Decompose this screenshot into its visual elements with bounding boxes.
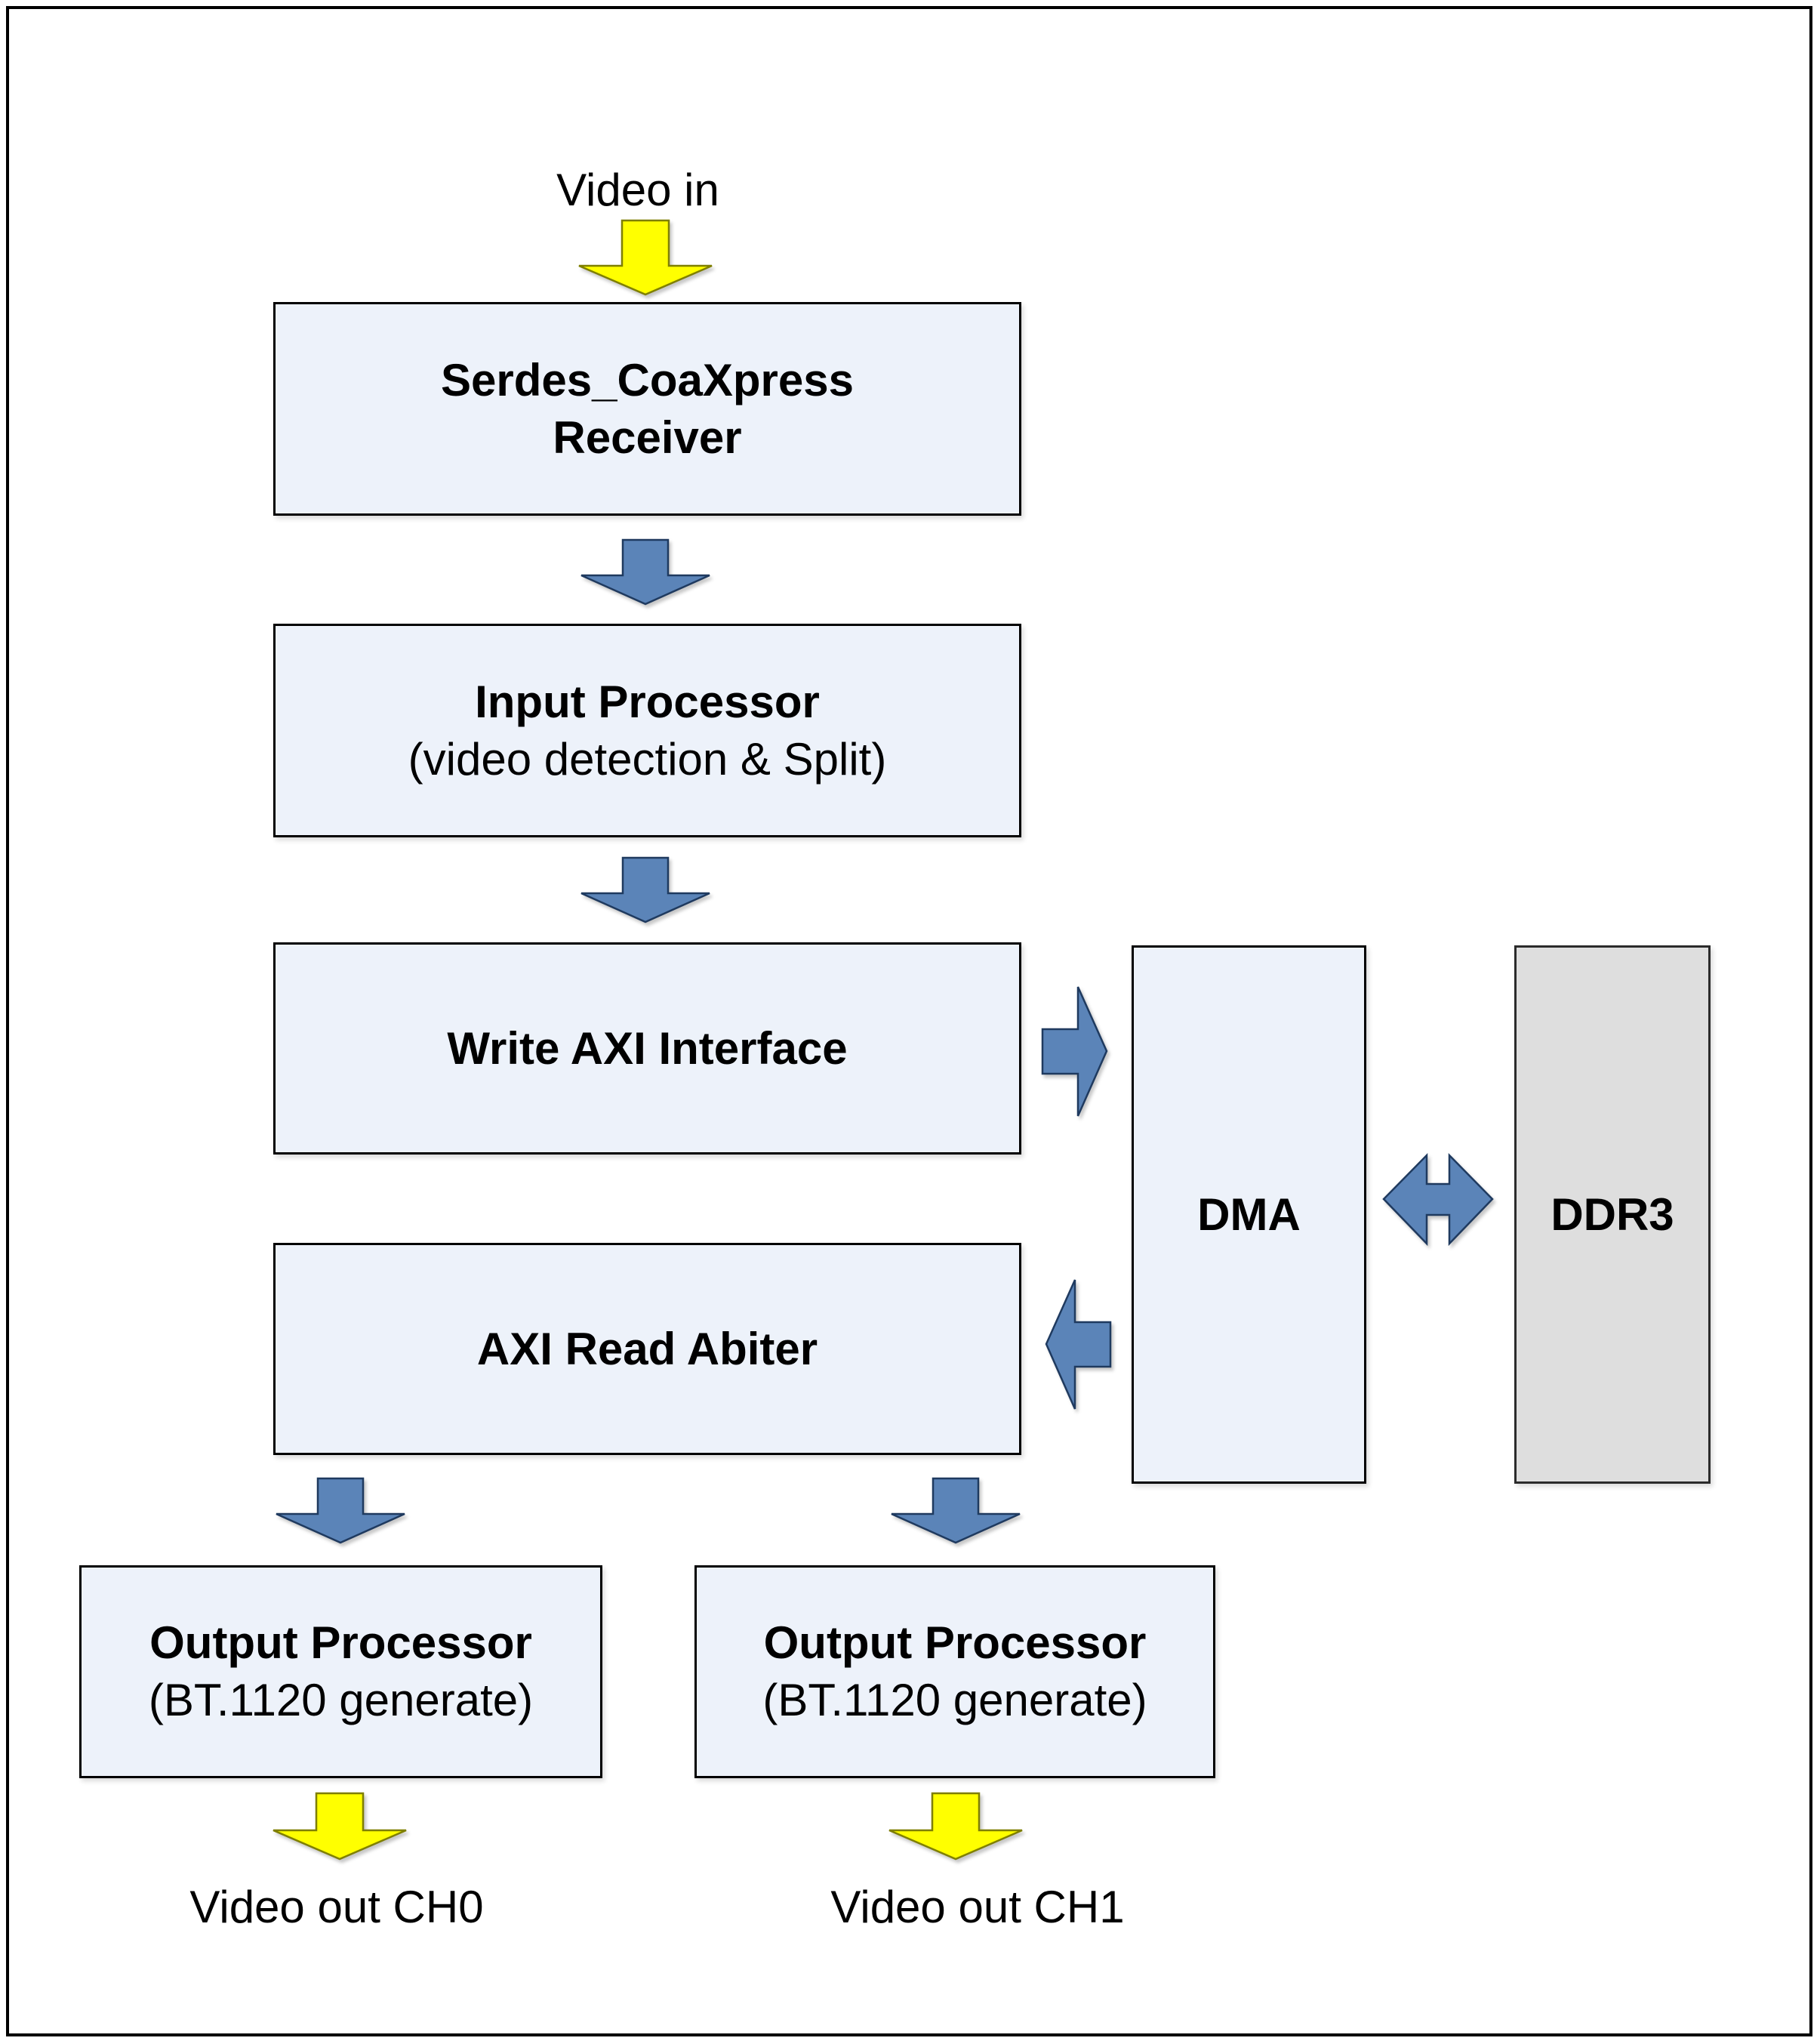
output-ch1-box-title: Output Processor bbox=[763, 1617, 1147, 1668]
axi-read-box-title: AXI Read Abiter bbox=[476, 1323, 818, 1374]
serdes-coaxpress-receiver-box: Serdes_CoaXpress Receiver bbox=[273, 302, 1021, 516]
arrow-out0-video-icon bbox=[273, 1792, 407, 1861]
ddr3-box: DDR3 bbox=[1514, 945, 1711, 1484]
arrow-video-in-icon bbox=[578, 219, 713, 296]
input-processor-box: Input Processor (video detection & Split… bbox=[273, 624, 1021, 837]
video-out-ch1-label: Video out CH1 bbox=[830, 1882, 1125, 1932]
output-processor-ch1-box: Output Processor (BT.1120 generate) bbox=[694, 1565, 1215, 1778]
output-ch0-box-subtitle: (BT.1120 generate) bbox=[148, 1675, 534, 1725]
input-box-subtitle: (video detection & Split) bbox=[408, 733, 887, 785]
arrow-serdes-to-input-icon bbox=[580, 538, 710, 606]
arrow-axiread-to-out0-icon bbox=[276, 1477, 405, 1544]
axi-read-arbiter-box: AXI Read Abiter bbox=[273, 1243, 1021, 1455]
arrow-dma-ddr3-icon bbox=[1382, 1152, 1494, 1247]
output-processor-ch0-box: Output Processor (BT.1120 generate) bbox=[79, 1565, 602, 1778]
serdes-box-title-line2: Receiver bbox=[553, 412, 742, 463]
write-axi-interface-box: Write AXI Interface bbox=[273, 942, 1021, 1155]
output-ch1-box-subtitle: (BT.1120 generate) bbox=[762, 1675, 1147, 1725]
arrow-writeaxi-to-dma-icon bbox=[1041, 986, 1108, 1117]
arrow-axiread-to-out1-icon bbox=[891, 1477, 1021, 1544]
ddr3-box-title: DDR3 bbox=[1551, 1188, 1674, 1240]
input-box-title: Input Processor bbox=[475, 676, 820, 727]
output-ch0-box-title: Output Processor bbox=[149, 1617, 532, 1668]
arrow-input-to-writeaxi-icon bbox=[580, 856, 710, 923]
video-out-ch0-label: Video out CH0 bbox=[189, 1882, 484, 1932]
dma-box: DMA bbox=[1132, 945, 1366, 1484]
arrow-dma-to-axiread-icon bbox=[1045, 1279, 1112, 1410]
write-axi-box-title: Write AXI Interface bbox=[447, 1022, 848, 1074]
dma-box-title: DMA bbox=[1197, 1188, 1301, 1240]
arrow-out1-video-icon bbox=[888, 1792, 1023, 1861]
video-in-label: Video in bbox=[556, 165, 719, 215]
serdes-box-title: Serdes_CoaXpress bbox=[441, 354, 854, 405]
